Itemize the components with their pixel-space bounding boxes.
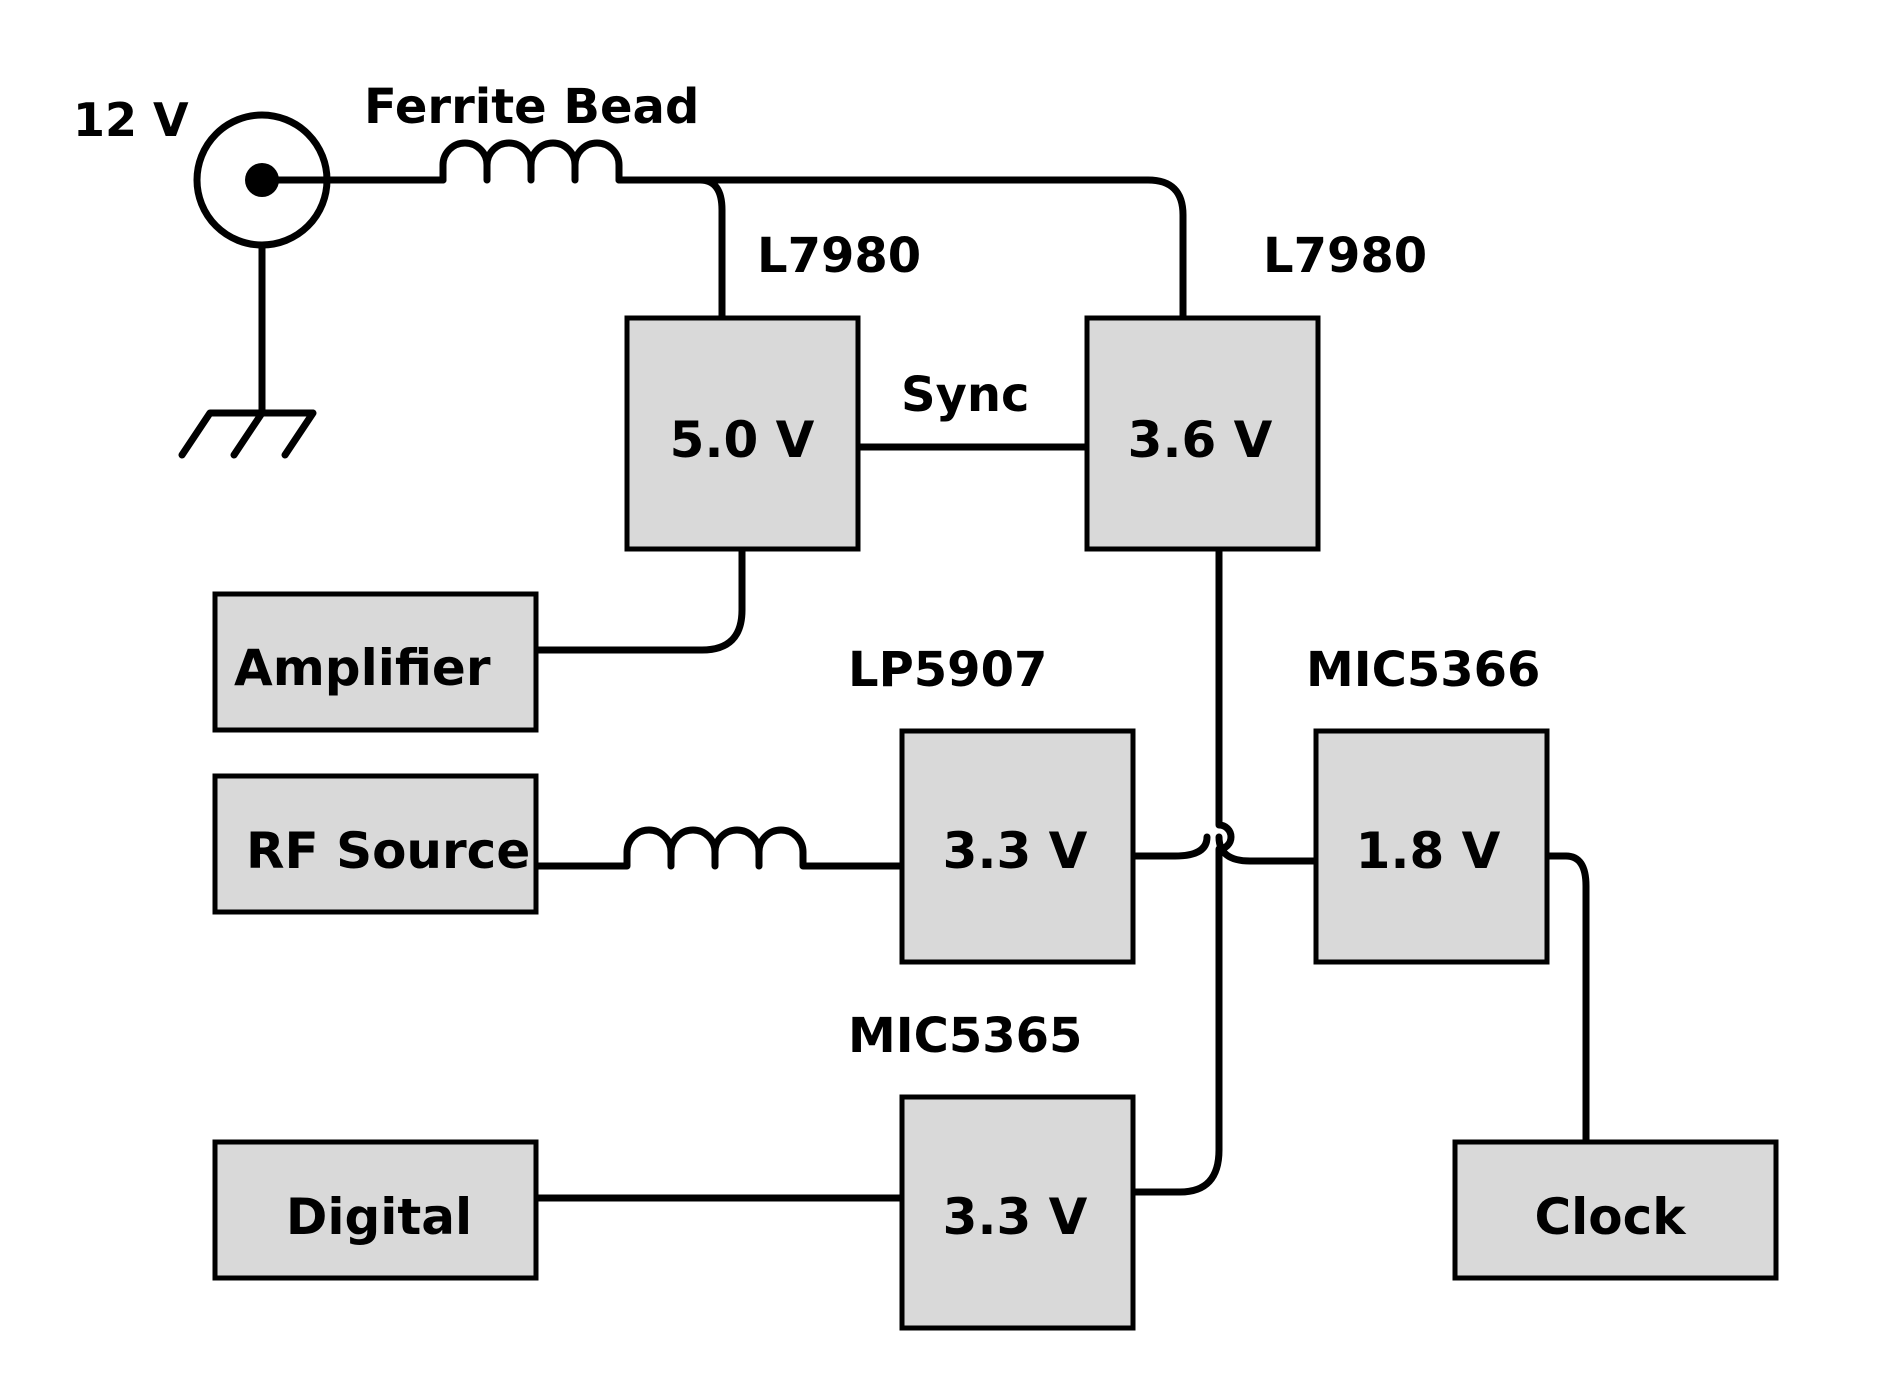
ferrite-bead-label: Ferrite Bead bbox=[364, 79, 699, 135]
wire-lp5907-output bbox=[1129, 833, 1211, 860]
rf-source-box bbox=[212, 773, 539, 915]
regulator-5v-box bbox=[624, 315, 861, 552]
regulator-mic5366 bbox=[1313, 728, 1550, 965]
ferrite-bead-coil bbox=[439, 139, 623, 184]
input-voltage-label: 12 V bbox=[73, 93, 189, 147]
regulator-mic5365 bbox=[899, 1094, 1136, 1331]
regulator-lp5907 bbox=[899, 728, 1136, 965]
reg-5v-part-label: L7980 bbox=[757, 228, 921, 284]
clock-box bbox=[1452, 1139, 1779, 1281]
wire-3v6-rail bbox=[1129, 546, 1235, 1196]
regulator-3v6-box bbox=[1084, 315, 1321, 552]
reg-lp5907-voltage-label: 3.3 V bbox=[943, 822, 1088, 880]
digital-label: Digital bbox=[286, 1188, 472, 1246]
reg-3v6-part-label: L7980 bbox=[1263, 228, 1427, 284]
reg-mic5365-part-label: MIC5365 bbox=[848, 1008, 1082, 1064]
wire-rail-to-mic5366 bbox=[1215, 833, 1318, 865]
ground-symbol bbox=[178, 409, 317, 459]
reg-3v6-voltage-label: 3.6 V bbox=[1128, 411, 1273, 469]
reg-lp5907-part-label: LP5907 bbox=[848, 642, 1047, 698]
amplifier-box bbox=[212, 591, 539, 733]
reg-mic5366-part-label: MIC5366 bbox=[1306, 642, 1540, 698]
rf-source-label: RF Source bbox=[246, 822, 530, 880]
regulator-3v6 bbox=[1084, 315, 1321, 552]
sync-label: Sync bbox=[901, 367, 1029, 423]
regulator-mic5365-box bbox=[899, 1094, 1136, 1331]
wire-12v-bus bbox=[615, 176, 1187, 322]
regulator-mic5366-box bbox=[1313, 728, 1550, 965]
wire-12v-to-5v-reg bbox=[696, 176, 726, 322]
input-connector bbox=[193, 111, 331, 249]
regulator-5v bbox=[624, 315, 861, 552]
wire-rf-to-lp5907 bbox=[532, 826, 904, 870]
wires bbox=[178, 139, 1590, 1202]
digital-box bbox=[212, 1139, 539, 1281]
reg-5v-voltage-label: 5.0 V bbox=[670, 411, 815, 469]
clock-label: Clock bbox=[1534, 1188, 1687, 1246]
reg-mic5366-voltage-label: 1.8 V bbox=[1356, 822, 1501, 880]
regulator-lp5907-box bbox=[899, 728, 1136, 965]
connector-pin bbox=[245, 163, 279, 197]
reg-mic5365-voltage-label: 3.3 V bbox=[943, 1188, 1088, 1246]
wire-mic5366-to-clock bbox=[1542, 852, 1590, 1146]
connector-ring bbox=[193, 111, 331, 249]
amplifier-label: Amplifier bbox=[234, 639, 491, 697]
wire-5v-to-amplifier bbox=[532, 546, 746, 654]
